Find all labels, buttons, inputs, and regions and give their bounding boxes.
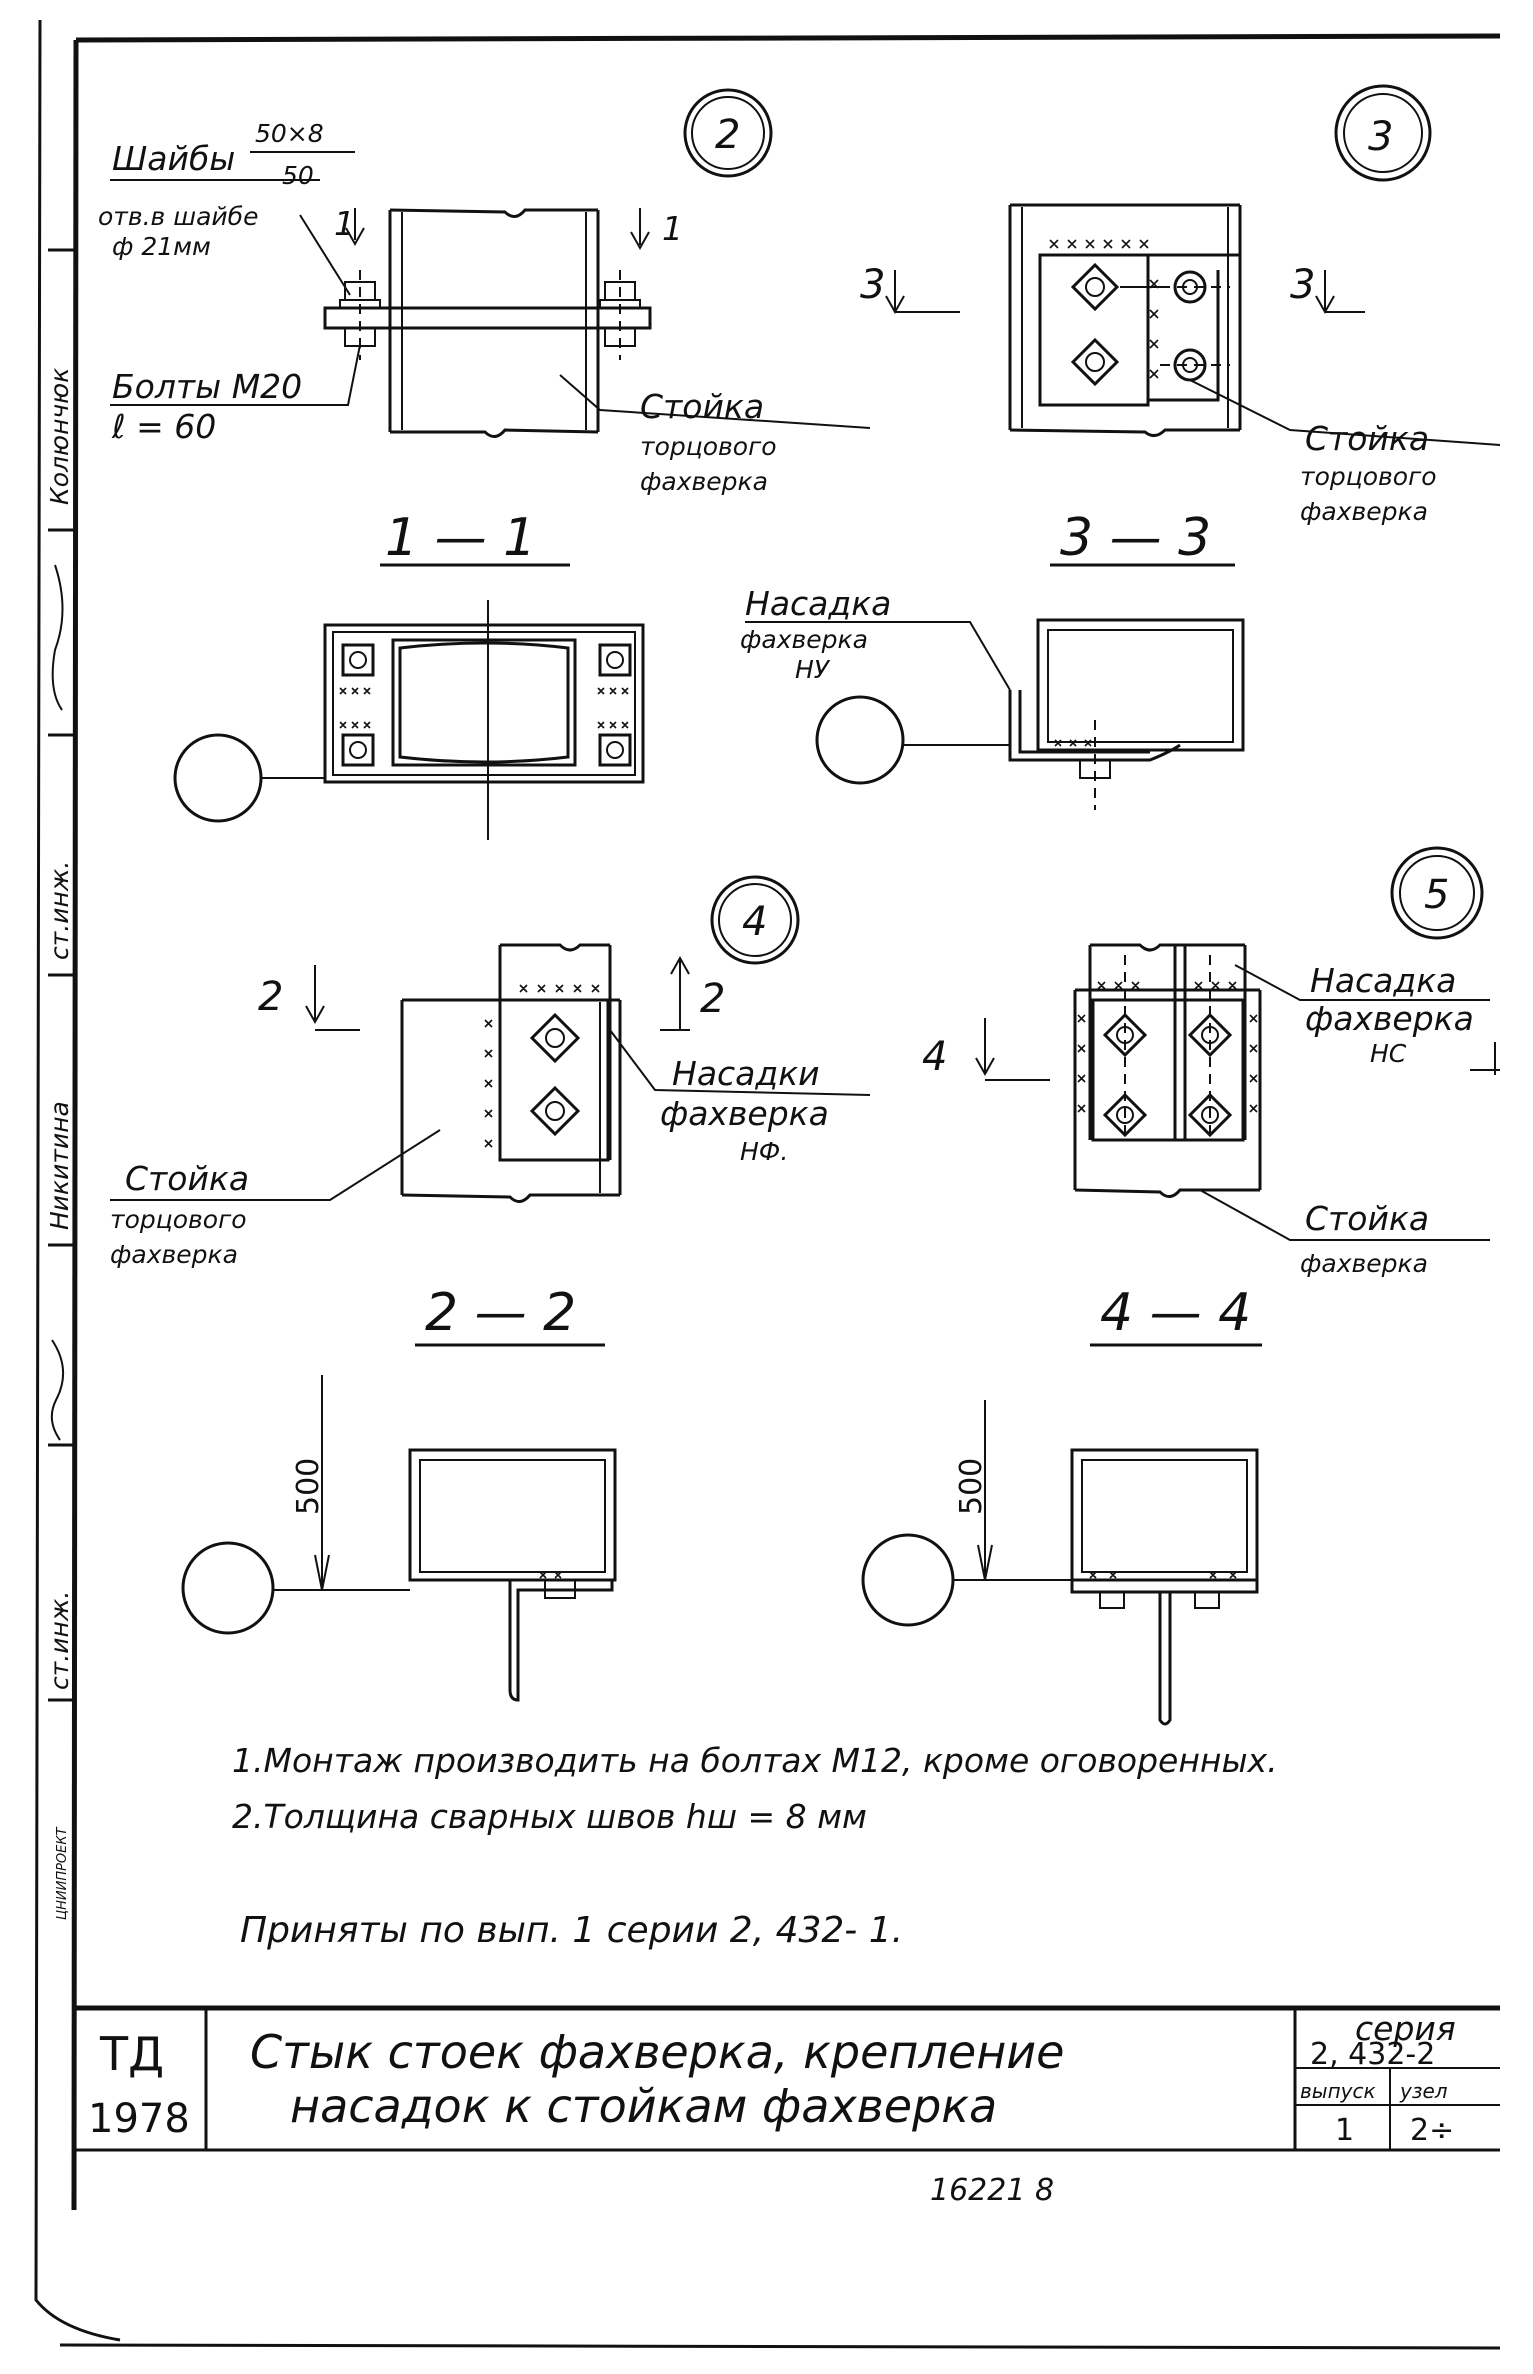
- node-3-post-label-3: фахверка: [1300, 497, 1428, 526]
- issue-value: 1: [1335, 2113, 1354, 2148]
- washers-frac-top: 50×8: [255, 119, 324, 148]
- note-1: 1.Монтаж производить на болтах М12, кром…: [232, 1741, 1278, 1780]
- node-3: 3 3 3 Стойка торцового фахверка: [860, 84, 1501, 526]
- cap-nu-label-1: Насадка: [745, 584, 891, 623]
- section-1-1-title: 1 — 1: [385, 508, 536, 568]
- hole-label-1: отв.в шайбе: [98, 202, 258, 231]
- cut-mark-2-left: 2: [258, 974, 283, 1020]
- notes: 1.Монтаж производить на болтах М12, кром…: [232, 1741, 1278, 1951]
- washers-frac-bottom: 50: [282, 161, 314, 190]
- bolts-label-1: Болты М20: [112, 367, 302, 406]
- org-year: 1978: [88, 2096, 190, 2142]
- section-1-1-bolts: [339, 643, 632, 767]
- side-stamp: Колюнчюк ст.инж. Никитина ст.инж. ЦНИИПР…: [45, 248, 74, 1920]
- sheet-title-line-2: насадок к стойкам фахверка: [290, 2079, 997, 2133]
- section-2-2-title: 2 — 2: [425, 1283, 576, 1343]
- section-4-4: 4 — 4 500: [861, 1283, 1262, 1726]
- section-2-2-dimension: 500: [291, 1458, 326, 1515]
- cut-mark-3-right: 3: [1290, 262, 1315, 308]
- section-4-4-title: 4 — 4: [1100, 1283, 1251, 1343]
- series-label: серия: [1355, 2009, 1456, 2048]
- series-value: 2, 432-2: [1310, 2037, 1435, 2072]
- node-label: узел: [1399, 2079, 1448, 2103]
- cap-nc-label-3: НС: [1370, 1039, 1407, 1068]
- node-5-number: 5: [1424, 872, 1449, 918]
- node-2-post-label-2: торцового: [640, 432, 777, 461]
- section-2-2: 2 — 2 500: [181, 1283, 617, 1702]
- cap-nu-label-3: НУ: [795, 655, 831, 684]
- stamp-name-2: Никитина: [45, 1101, 74, 1230]
- stamp-position-2: ст.инж.: [45, 1591, 74, 1690]
- washers-label: Шайбы: [112, 139, 235, 178]
- section-4-4-dimension: 500: [954, 1458, 989, 1515]
- note-2: 2.Толщина сварных швов hш = 8 мм: [232, 1797, 867, 1836]
- node-5-post-label-1: Стойка: [1305, 1199, 1429, 1238]
- cap-nu-label-2: фахверка: [740, 625, 868, 654]
- caps-nf-label-1: Насадки: [672, 1054, 820, 1093]
- node-3-number: 3: [1368, 114, 1393, 160]
- cap-nc-label-1: Насадка: [1310, 961, 1456, 1000]
- hole-label-2: ф 21мм: [112, 232, 211, 261]
- node-3-post-label-2: торцового: [1300, 462, 1437, 491]
- sheet-frame: [34, 19, 1501, 2350]
- issue-label: выпуск: [1300, 2079, 1376, 2103]
- cut-mark-4-left: 4: [922, 1034, 947, 1080]
- caps-nf-label-3: НФ.: [740, 1137, 788, 1166]
- node-2-post-label-3: фахверка: [640, 467, 768, 496]
- node-4: 4 2 2 Насадки фахверка НФ. Стойка торцов…: [110, 875, 871, 1269]
- node-2: 2 Шайбы 50×8 50 отв.в шайбе ф 21мм 1 1 Б…: [98, 88, 871, 496]
- bolts-label-2: ℓ = 60: [111, 407, 216, 446]
- node-2-post-label-1: Стойка: [640, 387, 764, 426]
- stamp-name-1: Колюнчюк: [45, 368, 74, 505]
- node-4-number: 4: [742, 899, 767, 945]
- section-3-3: 3 — 3 Насадка фахверка НУ: [740, 508, 1245, 810]
- node-3-post-label-1: Стойка: [1305, 419, 1429, 458]
- stamp-archive: ЦНИИПРОЕКТ: [55, 1826, 70, 1920]
- weld-marks-node-3: [1049, 239, 1159, 379]
- footer-number: 16221 8: [930, 2173, 1054, 2208]
- section-1-1: 1 — 1: [173, 508, 645, 840]
- sheet-title-line-1: Стык стоек фахверка, крепление: [250, 2025, 1064, 2079]
- cut-mark-1-right: 1: [662, 209, 683, 248]
- stamp-position-1: ст.инж.: [45, 861, 74, 960]
- node-value: 2÷: [1410, 2113, 1454, 2148]
- node-5-post-label-2: фахверка: [1300, 1249, 1428, 1278]
- org-code: ТД: [99, 2027, 164, 2081]
- cut-mark-3-left: 3: [860, 262, 885, 308]
- node-5: 5 4 Насадка фахверка НС Стойка фахверка: [922, 846, 1500, 1278]
- node-4-post-label-3: фахверка: [110, 1240, 238, 1269]
- caps-nf-label-2: фахверка: [660, 1094, 829, 1133]
- node-2-number: 2: [715, 112, 740, 158]
- cap-nc-label-2: фахверка: [1305, 999, 1474, 1038]
- node-4-post-label-2: торцового: [110, 1205, 247, 1234]
- node-4-post-label-1: Стойка: [125, 1159, 249, 1198]
- section-3-3-title: 3 — 3: [1060, 508, 1211, 568]
- accepted-note: Приняты по вып. 1 серии 2, 432- 1.: [240, 1910, 903, 1951]
- title-block: ТД 1978 Стык стоек фахверка, крепление н…: [76, 2005, 1500, 2152]
- cut-mark-2-right: 2: [700, 976, 725, 1022]
